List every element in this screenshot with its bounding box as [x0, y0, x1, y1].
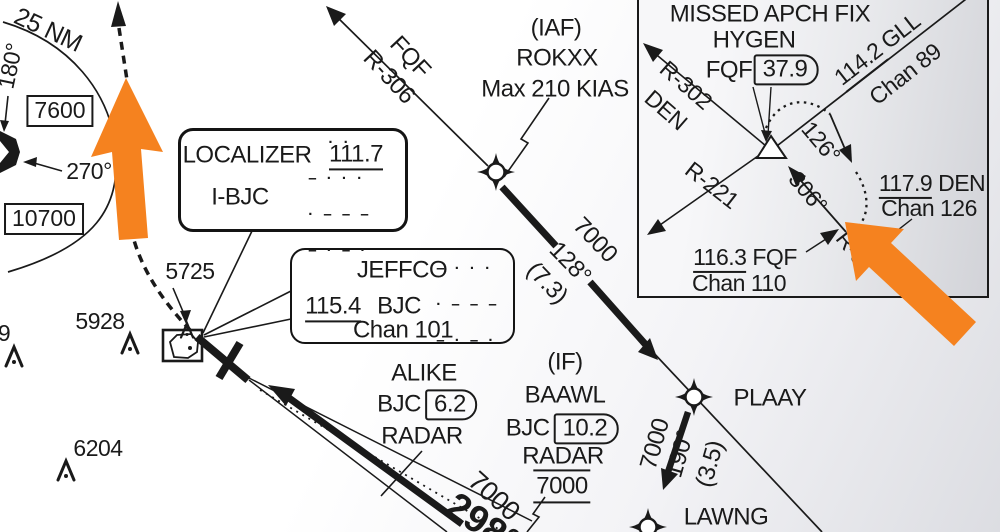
lawng-name-label: LAWNG [683, 503, 769, 531]
den-vor-channel-label: Chan 126 [881, 194, 977, 221]
alike-fix-tick [380, 450, 423, 497]
fqf-vor-arrowhead [820, 229, 839, 245]
localizer-box-leader [202, 230, 253, 334]
final-course-arrowhead [268, 385, 295, 406]
hygen-fix-triangle [755, 134, 788, 159]
msa-10700-box: 10700 [4, 203, 84, 235]
bearing-270-leader [33, 162, 63, 172]
r221-line [649, 155, 759, 233]
spot-6204-label: 6204 [73, 434, 123, 461]
inset-title-line2: HYGEN [712, 26, 796, 54]
vor-ident-label: BJC [377, 292, 421, 320]
hygen-leader-b [767, 86, 772, 136]
feather-dotted-centerline [259, 389, 501, 531]
fqf-vor-frequency-label: 116.3 FQF [693, 243, 797, 273]
hold-inbound-arrowhead [788, 166, 806, 186]
spot-5725-label: 5725 [165, 257, 215, 284]
course-leg2-arrowhead [661, 468, 678, 490]
vor-box-tail-upper [203, 290, 292, 336]
bearing-180-arrowhead [0, 120, 9, 132]
alike-source-label: RADAR [381, 422, 463, 450]
vor-channel-label: Chan 101 [352, 316, 454, 344]
hygen-leader-a [752, 86, 767, 138]
baawl-name-label: BAAWL [524, 381, 606, 409]
vor-name-label: JEFFCO [356, 256, 448, 284]
airport-symbol [168, 333, 199, 359]
rokxx-speed-note: Max 210 KIAS [481, 75, 629, 103]
spot-5928-label: 5928 [75, 307, 125, 334]
r221-arrowhead [647, 219, 666, 235]
bearing-270-arrowhead [23, 157, 37, 167]
course-leg2 [664, 410, 692, 474]
hygen-fix-dme: 37.9 [753, 54, 819, 86]
baawl-source-label: RADAR [522, 442, 604, 470]
spot-edge-label: 9 [0, 319, 11, 346]
hold-outbound-arrowhead [839, 144, 852, 163]
final-course-arrow [286, 395, 465, 527]
msa-7600-box: 7600 [26, 95, 94, 127]
baawl-leader [526, 496, 546, 532]
bearing-180-leader [4, 95, 9, 125]
spot-5725-leader [172, 287, 185, 315]
spot-5725-arrowhead [180, 310, 191, 324]
feather-edge-lower [248, 379, 448, 532]
runway-cross [215, 340, 244, 381]
inset-title-line1: MISSED APCH FIX [669, 0, 871, 28]
missed-approach-track-upper [117, 27, 129, 81]
gll-radial-line [772, 0, 967, 150]
baawl-mandatory-altitude: 7000 [533, 469, 591, 504]
localizer-title: LOCALIZER [182, 141, 312, 169]
hygen-leader-arrowhead [761, 130, 772, 142]
vor-info-box [290, 248, 515, 344]
missed-approach-track-lower [129, 227, 192, 332]
course-leg1-a [499, 184, 559, 249]
course-leg1-arrowhead [638, 338, 658, 360]
localizer-morse-code: · · – · · · · – – – – · – · [308, 134, 372, 259]
runway-main [194, 333, 251, 384]
localizer-ident: I-BJC [211, 183, 269, 211]
airport-dot [188, 346, 192, 350]
highlight-arrow-holding-pattern [845, 222, 976, 346]
missed-approach-arrowhead [111, 1, 126, 27]
course-leg1-b [587, 279, 649, 348]
alike-name-label: ALIKE [391, 359, 457, 387]
fqf-vor-leader [805, 238, 827, 253]
baawl-role-label: (IF) [547, 348, 583, 376]
rokxx-name-label: ROKXX [516, 44, 598, 72]
vor-morse-code: – · · · · – – – – · – · [436, 260, 500, 349]
localizer-info-box [178, 128, 408, 232]
hold-arc-top [764, 101, 831, 129]
highlight-arrow-missed-approach [91, 78, 163, 240]
localizer-frequency: 111.7 [329, 140, 384, 171]
edge-fix-symbol [0, 131, 20, 173]
r302-line [645, 45, 767, 147]
rokxx-role-label: (IAF) [530, 14, 582, 42]
bearing-270-label: 270° [66, 157, 112, 184]
fqf-vor-channel-label: Chan 110 [691, 269, 787, 296]
r302-arrowhead [643, 43, 663, 62]
fqf-radial-line [328, 8, 489, 167]
rokxx-leader [503, 97, 550, 178]
course-extension-line [649, 348, 823, 532]
vor-frequency-label: 115.4 [305, 292, 361, 323]
missed-approach-inset-panel [637, 0, 989, 298]
vor-box-tail-lower [203, 318, 292, 338]
hold-inbound-leg [794, 173, 847, 233]
hygen-fix-ident: FQF [705, 56, 753, 84]
plaay-name-label: PLAAY [733, 384, 807, 412]
den-vor-frequency-label: 117.9 DEN [878, 169, 986, 199]
fqf-radial-arrowhead [326, 6, 346, 26]
